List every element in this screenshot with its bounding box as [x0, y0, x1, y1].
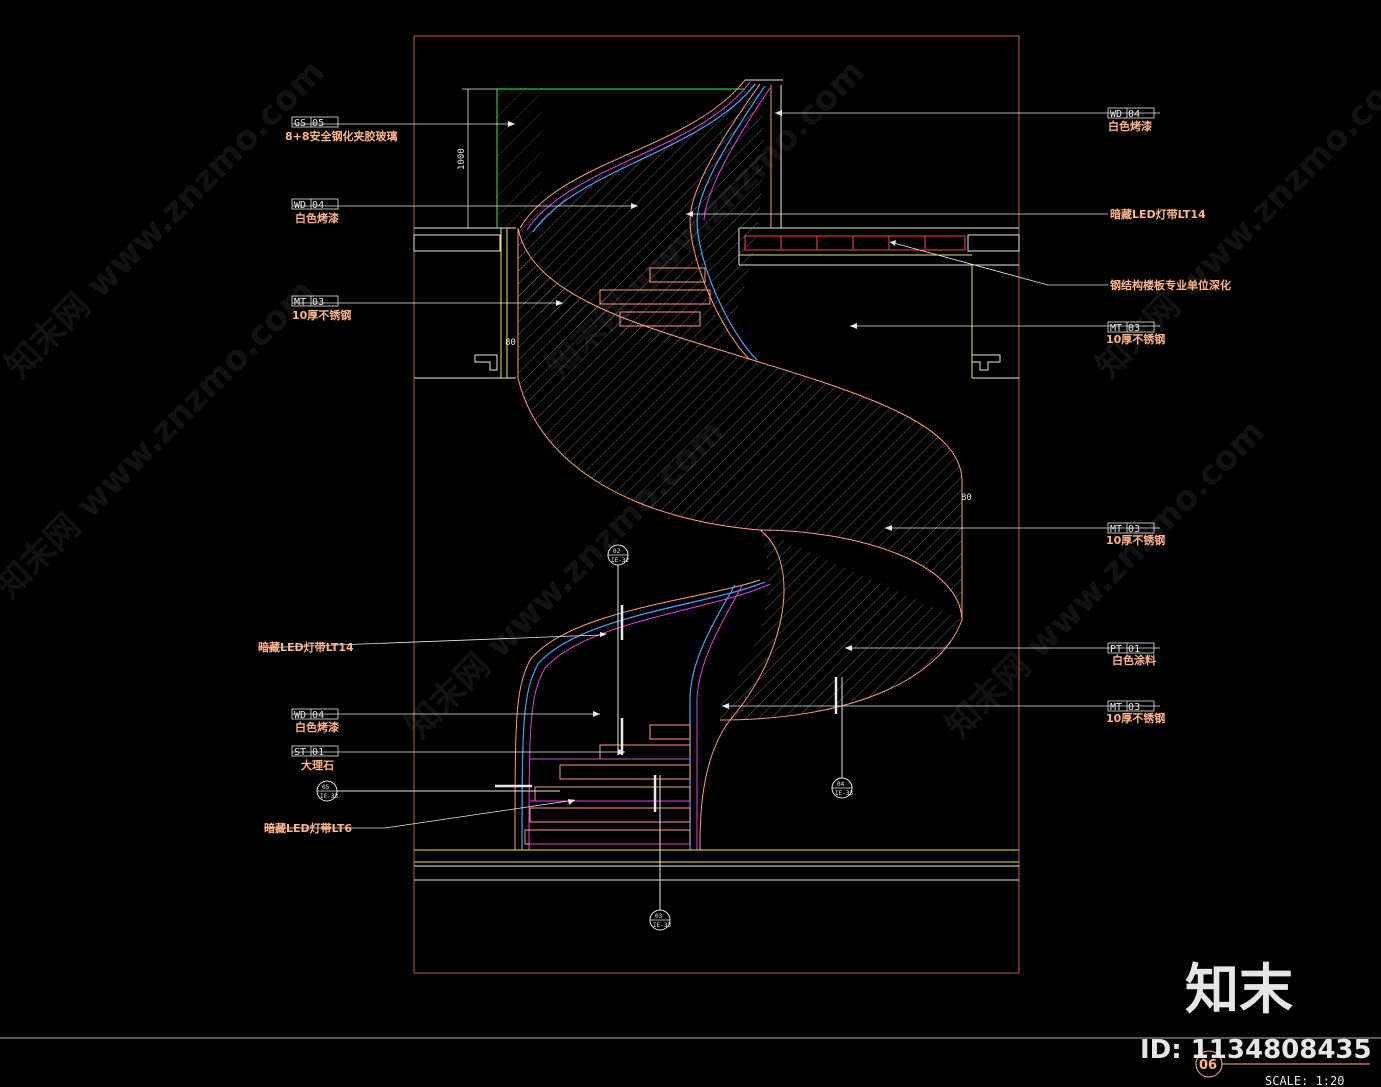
material-desc: 10厚不锈钢: [1106, 533, 1165, 547]
material-desc: 暗藏LED灯带LT14: [1110, 207, 1206, 221]
material-desc: 钢结构楼板专业单位深化: [1110, 278, 1231, 292]
title-block: 06 SCALE: 1:20: [1195, 1050, 1370, 1087]
left-label-led-lt6: 暗藏LED灯带LT6: [264, 821, 352, 835]
material-desc: 白色涂料: [1112, 653, 1156, 667]
material-desc: 暗藏LED灯带LT6: [264, 821, 352, 835]
right-label-steel-c: MT 03 10厚不锈钢: [1106, 700, 1165, 725]
material-desc: 暗藏LED灯带LT14: [258, 640, 354, 654]
right-leader-arrows: [686, 110, 896, 709]
svg-text:04: 04: [837, 781, 845, 788]
brand-watermark: 知末 ID: 1134808435: [1140, 958, 1372, 1065]
material-code: WD 04: [1110, 109, 1140, 120]
material-code: WD 04: [294, 200, 324, 211]
right-label-steel-b: MT 03 10厚不锈钢: [1106, 522, 1165, 547]
material-desc: 白色烤漆: [295, 211, 339, 225]
svg-text:IE-33: IE-33: [653, 922, 671, 929]
svg-text:IE-33: IE-33: [320, 793, 338, 800]
section-marker-02: 02 IE-32: [607, 544, 629, 566]
glass-balustrade: [496, 85, 782, 228]
dimension-text: 80: [505, 338, 516, 348]
lower-stair-flight: [514, 579, 771, 851]
brand-logo-text: 知末: [1185, 958, 1293, 1021]
ground-floor: [414, 849, 1019, 881]
svg-text:IE-33: IE-33: [835, 790, 853, 797]
svg-text:05: 05: [322, 784, 330, 791]
section-marker-04: 04 IE-33: [831, 777, 853, 799]
material-desc: 10厚不锈钢: [292, 308, 351, 322]
left-leader-arrows: [508, 121, 638, 805]
right-label-white-paint: PT 01 白色涂料: [1107, 642, 1156, 667]
drawing-frame: [413, 35, 1020, 974]
material-code: MT 03: [1110, 524, 1140, 535]
material-code: PT 01: [1110, 644, 1140, 655]
dimension-text: 1000: [457, 148, 467, 170]
watermark-id: ID: 1134808435: [1140, 1035, 1372, 1065]
svg-text:03: 03: [655, 913, 663, 920]
right-label-steel-slab: 钢结构楼板专业单位深化: [1110, 278, 1231, 292]
spiral-stringer-band: [517, 227, 963, 851]
left-label-marble: ST 01 大理石: [291, 745, 339, 772]
svg-text:02: 02: [613, 548, 621, 555]
material-desc: 10厚不锈钢: [1106, 711, 1165, 725]
railing-height-dimension: 1000: [457, 88, 497, 228]
left-label-led-lt14: 暗藏LED灯带LT14: [258, 640, 354, 654]
material-code: GS 05: [294, 118, 324, 129]
scale-text: SCALE: 1:20: [1265, 1074, 1344, 1087]
right-label-paint: WD 04 白色烤漆: [1107, 107, 1155, 133]
material-desc: 10厚不锈钢: [1106, 332, 1165, 346]
material-code: MT 03: [294, 297, 324, 308]
sheet-number: 06: [1199, 1058, 1217, 1073]
left-leader-lines: [257, 123, 638, 829]
dimension-text: 80: [961, 493, 972, 503]
material-desc: 大理石: [301, 758, 334, 772]
material-desc: 白色烤漆: [295, 720, 339, 734]
material-desc: 白色烤漆: [1108, 119, 1152, 133]
section-marker-05: 05 IE-33: [316, 780, 338, 802]
left-label-paint-upper: WD 04 白色烤漆: [291, 198, 339, 225]
left-label-glass: GS 05 8+8安全钢化夹胶玻璃: [285, 116, 398, 143]
material-code: MT 03: [1110, 323, 1140, 334]
edge-dimensions: 80 80: [505, 338, 972, 503]
left-label-steel-upper: MT 03 10厚不锈钢: [291, 295, 351, 322]
steel-beam: [744, 235, 966, 251]
material-code: WD 04: [294, 710, 324, 721]
watermark-text: 知末网 www.znzmo.com: [938, 412, 1273, 747]
right-label-steel-a: MT 03 10厚不锈钢: [1106, 321, 1165, 346]
section-marker-03: 03 IE-33: [649, 909, 671, 931]
material-desc: 8+8安全钢化夹胶玻璃: [285, 129, 398, 143]
material-code: MT 03: [1110, 702, 1140, 713]
section-cut-lines: [337, 565, 843, 912]
right-label-led-lt14: 暗藏LED灯带LT14: [1110, 207, 1206, 221]
material-code: ST 01: [294, 747, 324, 758]
left-label-paint-lower: WD 04 白色烤漆: [291, 708, 339, 734]
svg-text:IE-32: IE-32: [611, 557, 629, 564]
